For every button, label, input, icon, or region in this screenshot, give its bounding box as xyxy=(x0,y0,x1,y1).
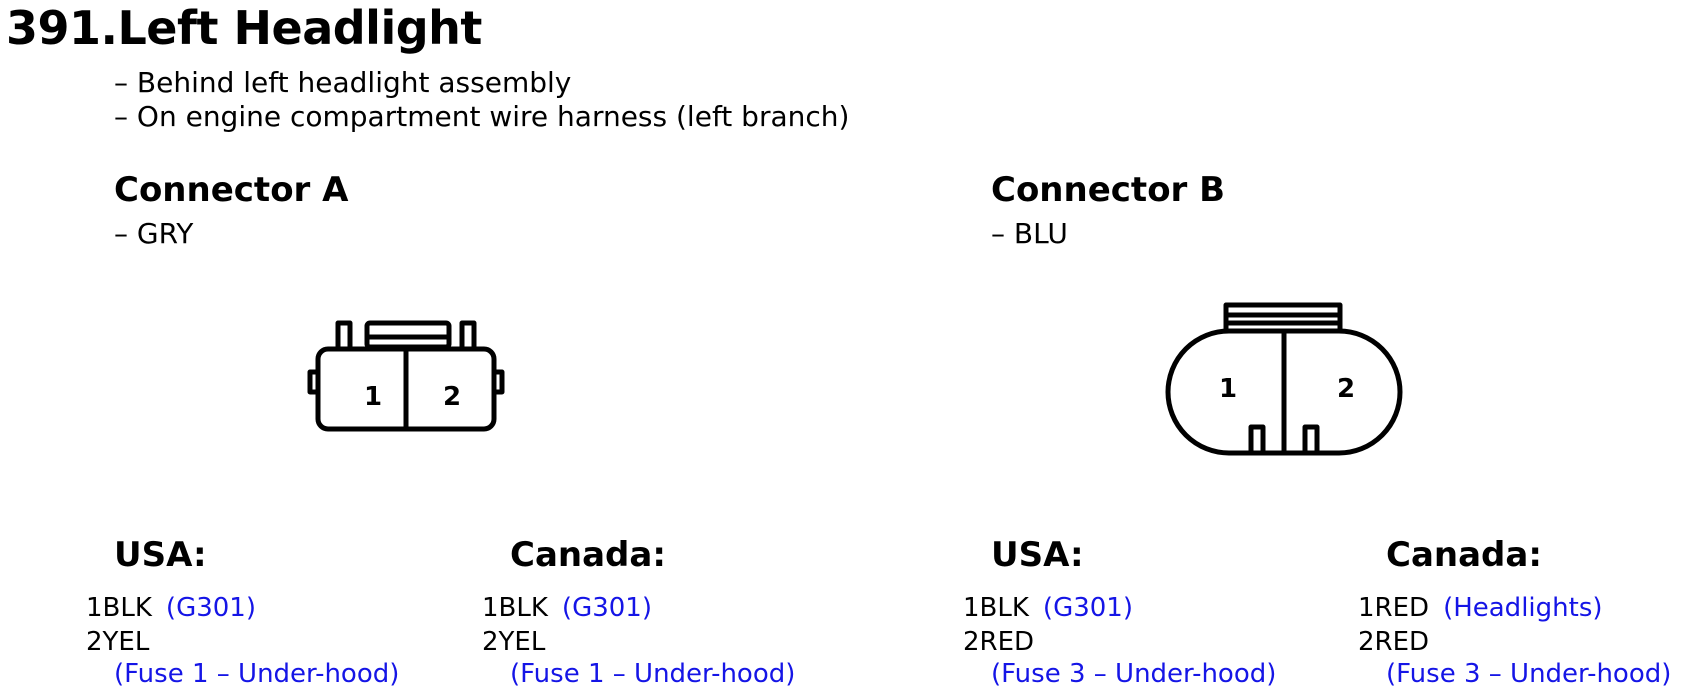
connector-b-canada-pin1: 1RED (Headlights) xyxy=(1358,592,1603,624)
connector-a-pin-1: 1 xyxy=(364,382,382,412)
ground-reference: (G301) xyxy=(165,593,256,623)
location-line: – On engine compartment wire harness (le… xyxy=(114,100,850,133)
connector-a-color: – GRY xyxy=(114,217,194,250)
wire-code: 1BLK xyxy=(482,593,548,623)
connector-b-canada-pin2: 2RED xyxy=(1358,627,1430,657)
location-line: – Behind left headlight assembly xyxy=(114,66,572,99)
connector-a-usa-pin2-ref: (Fuse 1 – Under-hood) xyxy=(114,659,400,689)
ground-reference: (G301) xyxy=(1042,593,1133,623)
connector-b-usa-pin2: 2RED xyxy=(963,627,1035,657)
connector-a-canada-heading: Canada: xyxy=(510,535,666,575)
connector-b-pin-2: 2 xyxy=(1337,374,1355,404)
connector-a-canada-pin2: 2YEL xyxy=(482,627,546,657)
wire-code: 1BLK xyxy=(86,593,152,623)
connector-a-usa-heading: USA: xyxy=(114,535,207,575)
connector-b-canada-heading: Canada: xyxy=(1386,535,1542,575)
connector-b-usa-heading: USA: xyxy=(991,535,1084,575)
wire-code: 1BLK xyxy=(963,593,1029,623)
connector-a-usa-pin1: 1BLK (G301) xyxy=(86,592,256,624)
connector-a-usa-pin2: 2YEL xyxy=(86,627,150,657)
connector-b-usa-pin1: 1BLK (G301) xyxy=(963,592,1133,624)
ground-reference: (G301) xyxy=(561,593,652,623)
connector-b-usa-pin2-ref: (Fuse 3 – Under-hood) xyxy=(991,659,1277,689)
connector-a-title: Connector A xyxy=(114,170,349,210)
connector-b-color: – BLU xyxy=(991,217,1068,250)
page-title: 391.Left Headlight xyxy=(6,1,482,55)
connector-a-pin-2: 2 xyxy=(443,382,461,412)
connector-b-pin-1: 1 xyxy=(1219,374,1237,404)
connector-b-diagram: 1 2 xyxy=(1165,302,1403,456)
connector-a-canada-pin1: 1BLK (G301) xyxy=(482,592,652,624)
connector-a-canada-pin2-ref: (Fuse 1 – Under-hood) xyxy=(510,659,796,689)
wire-code: 1RED xyxy=(1358,593,1430,623)
connector-b-title: Connector B xyxy=(991,170,1226,210)
circuit-reference: (Headlights) xyxy=(1443,593,1603,623)
connector-a-diagram: 1 2 xyxy=(307,320,505,432)
connector-b-canada-pin2-ref: (Fuse 3 – Under-hood) xyxy=(1386,659,1672,689)
